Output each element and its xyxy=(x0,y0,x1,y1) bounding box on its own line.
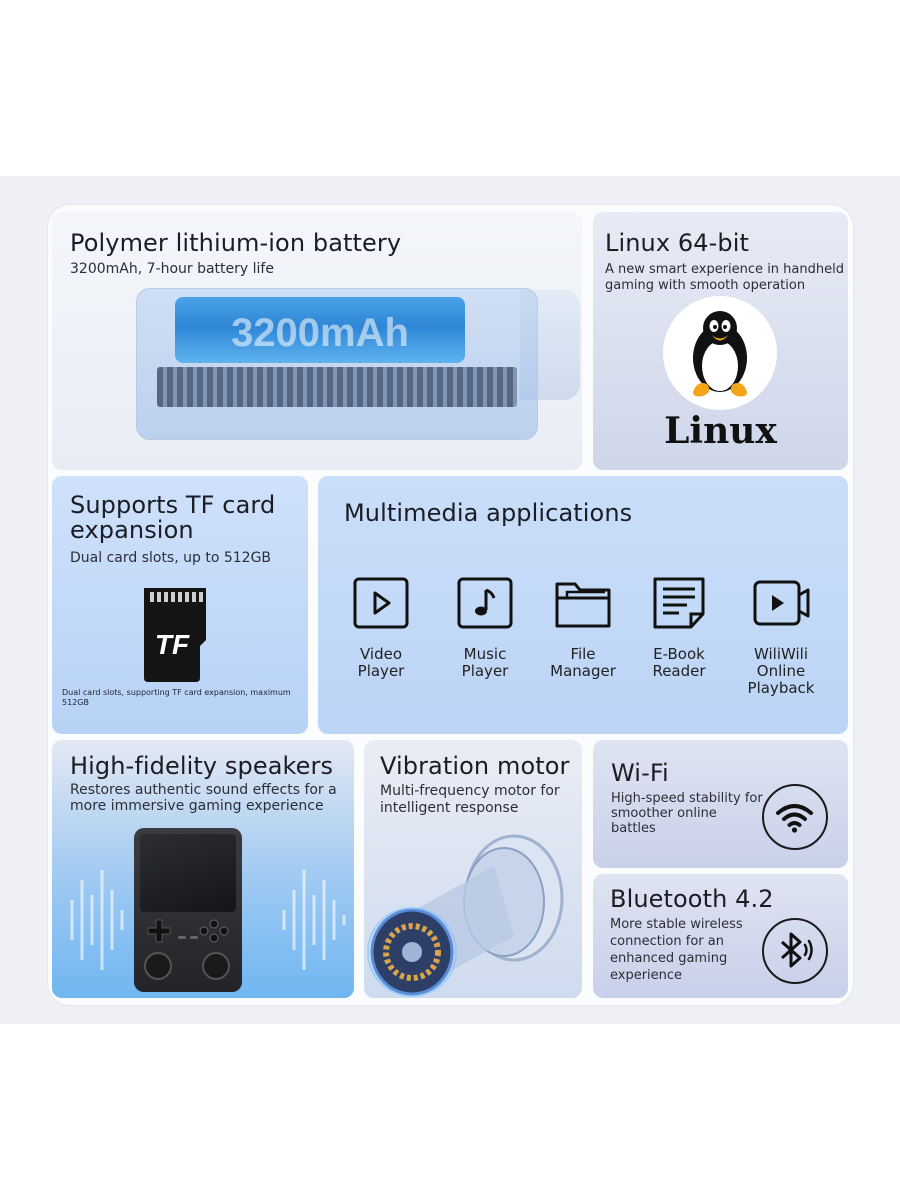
bluetooth-subtitle-line3: enhanced gaming xyxy=(610,951,728,966)
media-label-line1: File xyxy=(570,645,596,663)
console-screen xyxy=(140,834,236,912)
media-label-line1: WiliWili xyxy=(753,645,808,663)
tf-subtitle: Dual card slots, up to 512GB xyxy=(70,550,272,566)
media-label-line2: Manager xyxy=(550,662,616,680)
bluetooth-subtitle-line2: connection for an xyxy=(610,934,724,949)
linux-subtitle-line2: gaming with smooth operation xyxy=(605,278,806,293)
linux-title: Linux 64-bit xyxy=(605,229,750,257)
tf-caption: Dual card slots, supporting TF card expa… xyxy=(62,688,291,707)
wifi-icon-circle xyxy=(762,784,828,850)
play-icon xyxy=(353,577,409,629)
media-label-line2: Reader xyxy=(652,662,706,680)
tux-penguin-icon xyxy=(693,311,747,397)
linux-logo-text: Linux xyxy=(664,410,777,452)
media-label-line2: Player xyxy=(357,662,405,680)
wifi-card: Wi-Fi High-speed stability for smoother … xyxy=(593,740,848,868)
tux-logo-background xyxy=(663,296,777,410)
tf-title-line2: expansion xyxy=(70,516,194,544)
battery-image: 3200mAh xyxy=(136,288,538,440)
console-controls xyxy=(144,919,230,980)
bluetooth-subtitle-line1: More stable wireless xyxy=(610,917,743,932)
tf-card-icon: TF xyxy=(144,588,206,682)
wifi-subtitle-line3: battles xyxy=(611,821,656,836)
speakers-card: High-fidelity speakers Restores authenti… xyxy=(52,740,354,998)
speakers-subtitle-line2: more immersive gaming experience xyxy=(70,798,324,814)
media-label-line3: Playback xyxy=(747,679,815,697)
vibration-subtitle-line2: intelligent response xyxy=(380,800,519,816)
linux-subtitle-line1: A new smart experience in handheld xyxy=(605,262,844,277)
vibration-card: Vibration motor Multi-frequency motor fo… xyxy=(364,740,582,998)
vibration-motor-image xyxy=(367,834,564,997)
multimedia-title: Multimedia applications xyxy=(344,499,633,527)
media-label-line1: E-Book xyxy=(653,645,705,663)
bluetooth-icon-circle xyxy=(762,918,828,984)
media-label-line2: Online xyxy=(756,662,806,680)
music-note-icon xyxy=(457,577,513,629)
folder-icon xyxy=(555,582,611,628)
wifi-title: Wi-Fi xyxy=(611,759,669,787)
document-icon xyxy=(653,577,705,629)
tf-card-card: Supports TF card expansion Dual card slo… xyxy=(52,476,308,734)
wifi-subtitle-line2: smoother online xyxy=(611,806,717,821)
battery-cell: 3200mAh xyxy=(175,297,465,363)
media-label-line2: Player xyxy=(461,662,509,680)
media-label-line1: Video xyxy=(359,645,403,663)
bluetooth-subtitle-line4: experience xyxy=(610,968,683,983)
sound-wave-graphic xyxy=(70,870,346,970)
speakers-title: High-fidelity speakers xyxy=(70,752,334,780)
bluetooth-card: Bluetooth 4.2 More stable wireless conne… xyxy=(593,874,848,998)
wifi-icon xyxy=(776,804,813,833)
battery-capacity-label: 3200mAh xyxy=(231,311,409,355)
battery-subtitle: 3200mAh, 7-hour battery life xyxy=(70,261,274,277)
circuit-board xyxy=(157,367,517,407)
bluetooth-icon xyxy=(781,932,813,968)
speakers-subtitle-line1: Restores authentic sound effects for a xyxy=(70,782,337,798)
vibration-subtitle-line1: Multi-frequency motor for xyxy=(380,783,560,799)
bluetooth-title: Bluetooth 4.2 xyxy=(610,885,774,913)
video-camera-icon xyxy=(753,580,810,626)
linux-card: Linux 64-bit A new smart experience in h… xyxy=(593,212,848,470)
vibration-title: Vibration motor xyxy=(380,752,570,780)
wifi-subtitle-line1: High-speed stability for xyxy=(611,791,763,806)
tf-card-text: TF xyxy=(155,629,190,660)
handheld-console-image xyxy=(134,828,242,992)
battery-title: Polymer lithium-ion battery xyxy=(70,229,402,257)
battery-card: Polymer lithium-ion battery 3200mAh, 7-h… xyxy=(52,212,582,470)
tf-title-line1: Supports TF card xyxy=(70,491,276,519)
media-label-line1: Music xyxy=(463,645,507,663)
